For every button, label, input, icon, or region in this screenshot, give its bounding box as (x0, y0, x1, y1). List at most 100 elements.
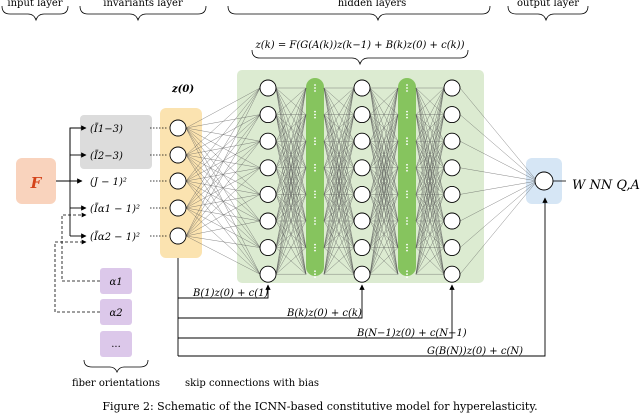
invariant-label-2: (Ī2−3) (90, 150, 123, 162)
edge (185, 194, 261, 209)
edge (185, 114, 261, 156)
edge (185, 87, 261, 129)
ellipsis-dot (314, 270, 316, 273)
edge (459, 141, 538, 182)
edge (323, 87, 355, 248)
edge (185, 220, 261, 237)
edge (185, 87, 261, 156)
edge (185, 180, 261, 275)
ellipsis-dot (314, 169, 316, 172)
edge (185, 180, 261, 195)
edge (369, 194, 399, 275)
skip-label-1: B(1)z(0) + c(1) (192, 288, 269, 299)
edge (415, 87, 445, 115)
input-arrows (56, 125, 87, 239)
edge (415, 87, 445, 248)
edge (185, 207, 261, 275)
edge (459, 180, 538, 275)
edge (415, 114, 445, 275)
edge (185, 87, 261, 237)
ellipsis-dot (406, 276, 408, 279)
fiber-label-3: ... (111, 339, 121, 350)
ellipsis-dot (406, 116, 408, 119)
figure-caption: Figure 2: Schematic of the ICNN-based co… (102, 400, 537, 413)
edge (185, 87, 261, 182)
edge (415, 194, 445, 275)
edge (275, 87, 307, 222)
neuron-circle-icon (259, 106, 277, 124)
neuron-circle-icon (353, 106, 371, 124)
ellipsis-dot (406, 137, 408, 140)
ellipsis-dot (314, 163, 316, 166)
neuron-circle-icon (353, 185, 371, 203)
edge (185, 114, 261, 209)
neuron-circle-icon (259, 212, 277, 230)
ellipsis-dot (314, 116, 316, 119)
invariant-label-4: (Īα1 − 1)² (90, 203, 140, 215)
formula-brace (251, 49, 469, 66)
fiber-label-2: α2 (109, 308, 122, 319)
edge (185, 114, 261, 237)
ellipsis-dots-icon (314, 84, 408, 279)
edge (275, 87, 307, 195)
edge (369, 87, 399, 115)
ellipsis-dot (314, 276, 316, 279)
ellipsis-dot (314, 90, 316, 92)
edge (459, 180, 538, 195)
ellipsis-dot (314, 243, 316, 246)
neuron-circle-icon (353, 212, 371, 230)
ellipsis-dot (314, 217, 316, 219)
ellipsis-dot (314, 223, 316, 225)
edge (185, 141, 261, 237)
ellipsis-dot (314, 143, 316, 146)
edge (323, 194, 355, 275)
neuron-circle-icon (443, 79, 461, 97)
hidden-formula: z(k) = F(G(A(k))z(k−1) + B(k)z(0) + c(k)… (255, 40, 465, 51)
neuron-circle-icon (259, 185, 277, 203)
edge (415, 87, 445, 142)
ellipsis-dot (406, 246, 408, 249)
ellipsis-dot (314, 220, 316, 222)
edge (415, 87, 445, 275)
edge (415, 87, 445, 195)
input-label: F (30, 174, 43, 192)
fiber-dashed-links (54, 212, 100, 313)
input-box (16, 158, 56, 204)
edge (323, 87, 355, 275)
edge (459, 180, 538, 222)
neuron-circle-icon (169, 146, 187, 164)
edge (323, 247, 355, 275)
neuron-circle-icon (259, 159, 277, 177)
ellipsis-dot (406, 143, 408, 146)
invariants-box-isotropic (80, 115, 152, 169)
edge (459, 114, 538, 182)
skip-label-n: G(B(N))z(0) + c(N) (427, 346, 523, 357)
network-neurons (169, 79, 554, 283)
ellipsis-dot (314, 140, 316, 143)
ellipsis-dot (406, 90, 408, 92)
edge (275, 194, 307, 275)
neuron-circle-icon (169, 227, 187, 245)
ellipsis-dot (406, 110, 408, 113)
edge (415, 141, 445, 275)
ellipsis-dot (314, 246, 316, 249)
ellipsis-dot (314, 190, 316, 193)
neuron-circle-icon (259, 265, 277, 283)
neuron-circle-icon (443, 159, 461, 177)
edge (369, 87, 399, 248)
section-input-layer: input layer (7, 0, 62, 9)
edge (323, 87, 355, 115)
edge (369, 87, 399, 222)
edge (275, 141, 307, 275)
fiber-label-1: α1 (109, 277, 122, 288)
neuron-circle-icon (353, 79, 371, 97)
neuron-circle-icon (169, 199, 187, 217)
hidden-ellipsis-bar-2 (398, 78, 416, 276)
edge (185, 180, 261, 248)
edge (185, 167, 261, 237)
edge (369, 141, 399, 275)
edge (415, 87, 445, 168)
neuron-circle-icon (259, 132, 277, 150)
edge (323, 114, 355, 275)
ellipsis-dot (406, 193, 408, 196)
